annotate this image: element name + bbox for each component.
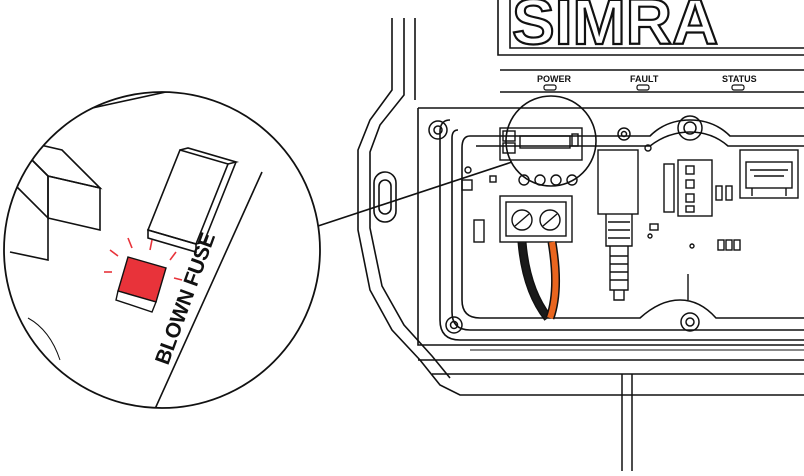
black-cable (519, 241, 551, 320)
housing-screws (428, 115, 703, 334)
mounting-slot (373, 171, 397, 223)
brand-logo-text: SIMRA (512, 0, 718, 58)
callout-leader-line (311, 161, 513, 229)
power-cables (517, 241, 561, 321)
exit-cable (621, 374, 633, 471)
orange-cable (547, 241, 559, 320)
power-led (543, 84, 557, 91)
device-housing (357, 0, 804, 396)
led-label-power: POWER (537, 74, 572, 84)
blown-fuse-icon (104, 237, 183, 313)
zoom-target-circle (505, 95, 597, 187)
fault-led (636, 84, 650, 91)
status-led (731, 84, 745, 91)
led-label-status: STATUS (722, 74, 757, 84)
led-label-fault: FAULT (630, 74, 659, 84)
magnified-view: BLOWN FUSE (3, 91, 321, 409)
circuit-board (461, 127, 799, 301)
led-indicators: POWER FAULT STATUS (537, 74, 757, 91)
